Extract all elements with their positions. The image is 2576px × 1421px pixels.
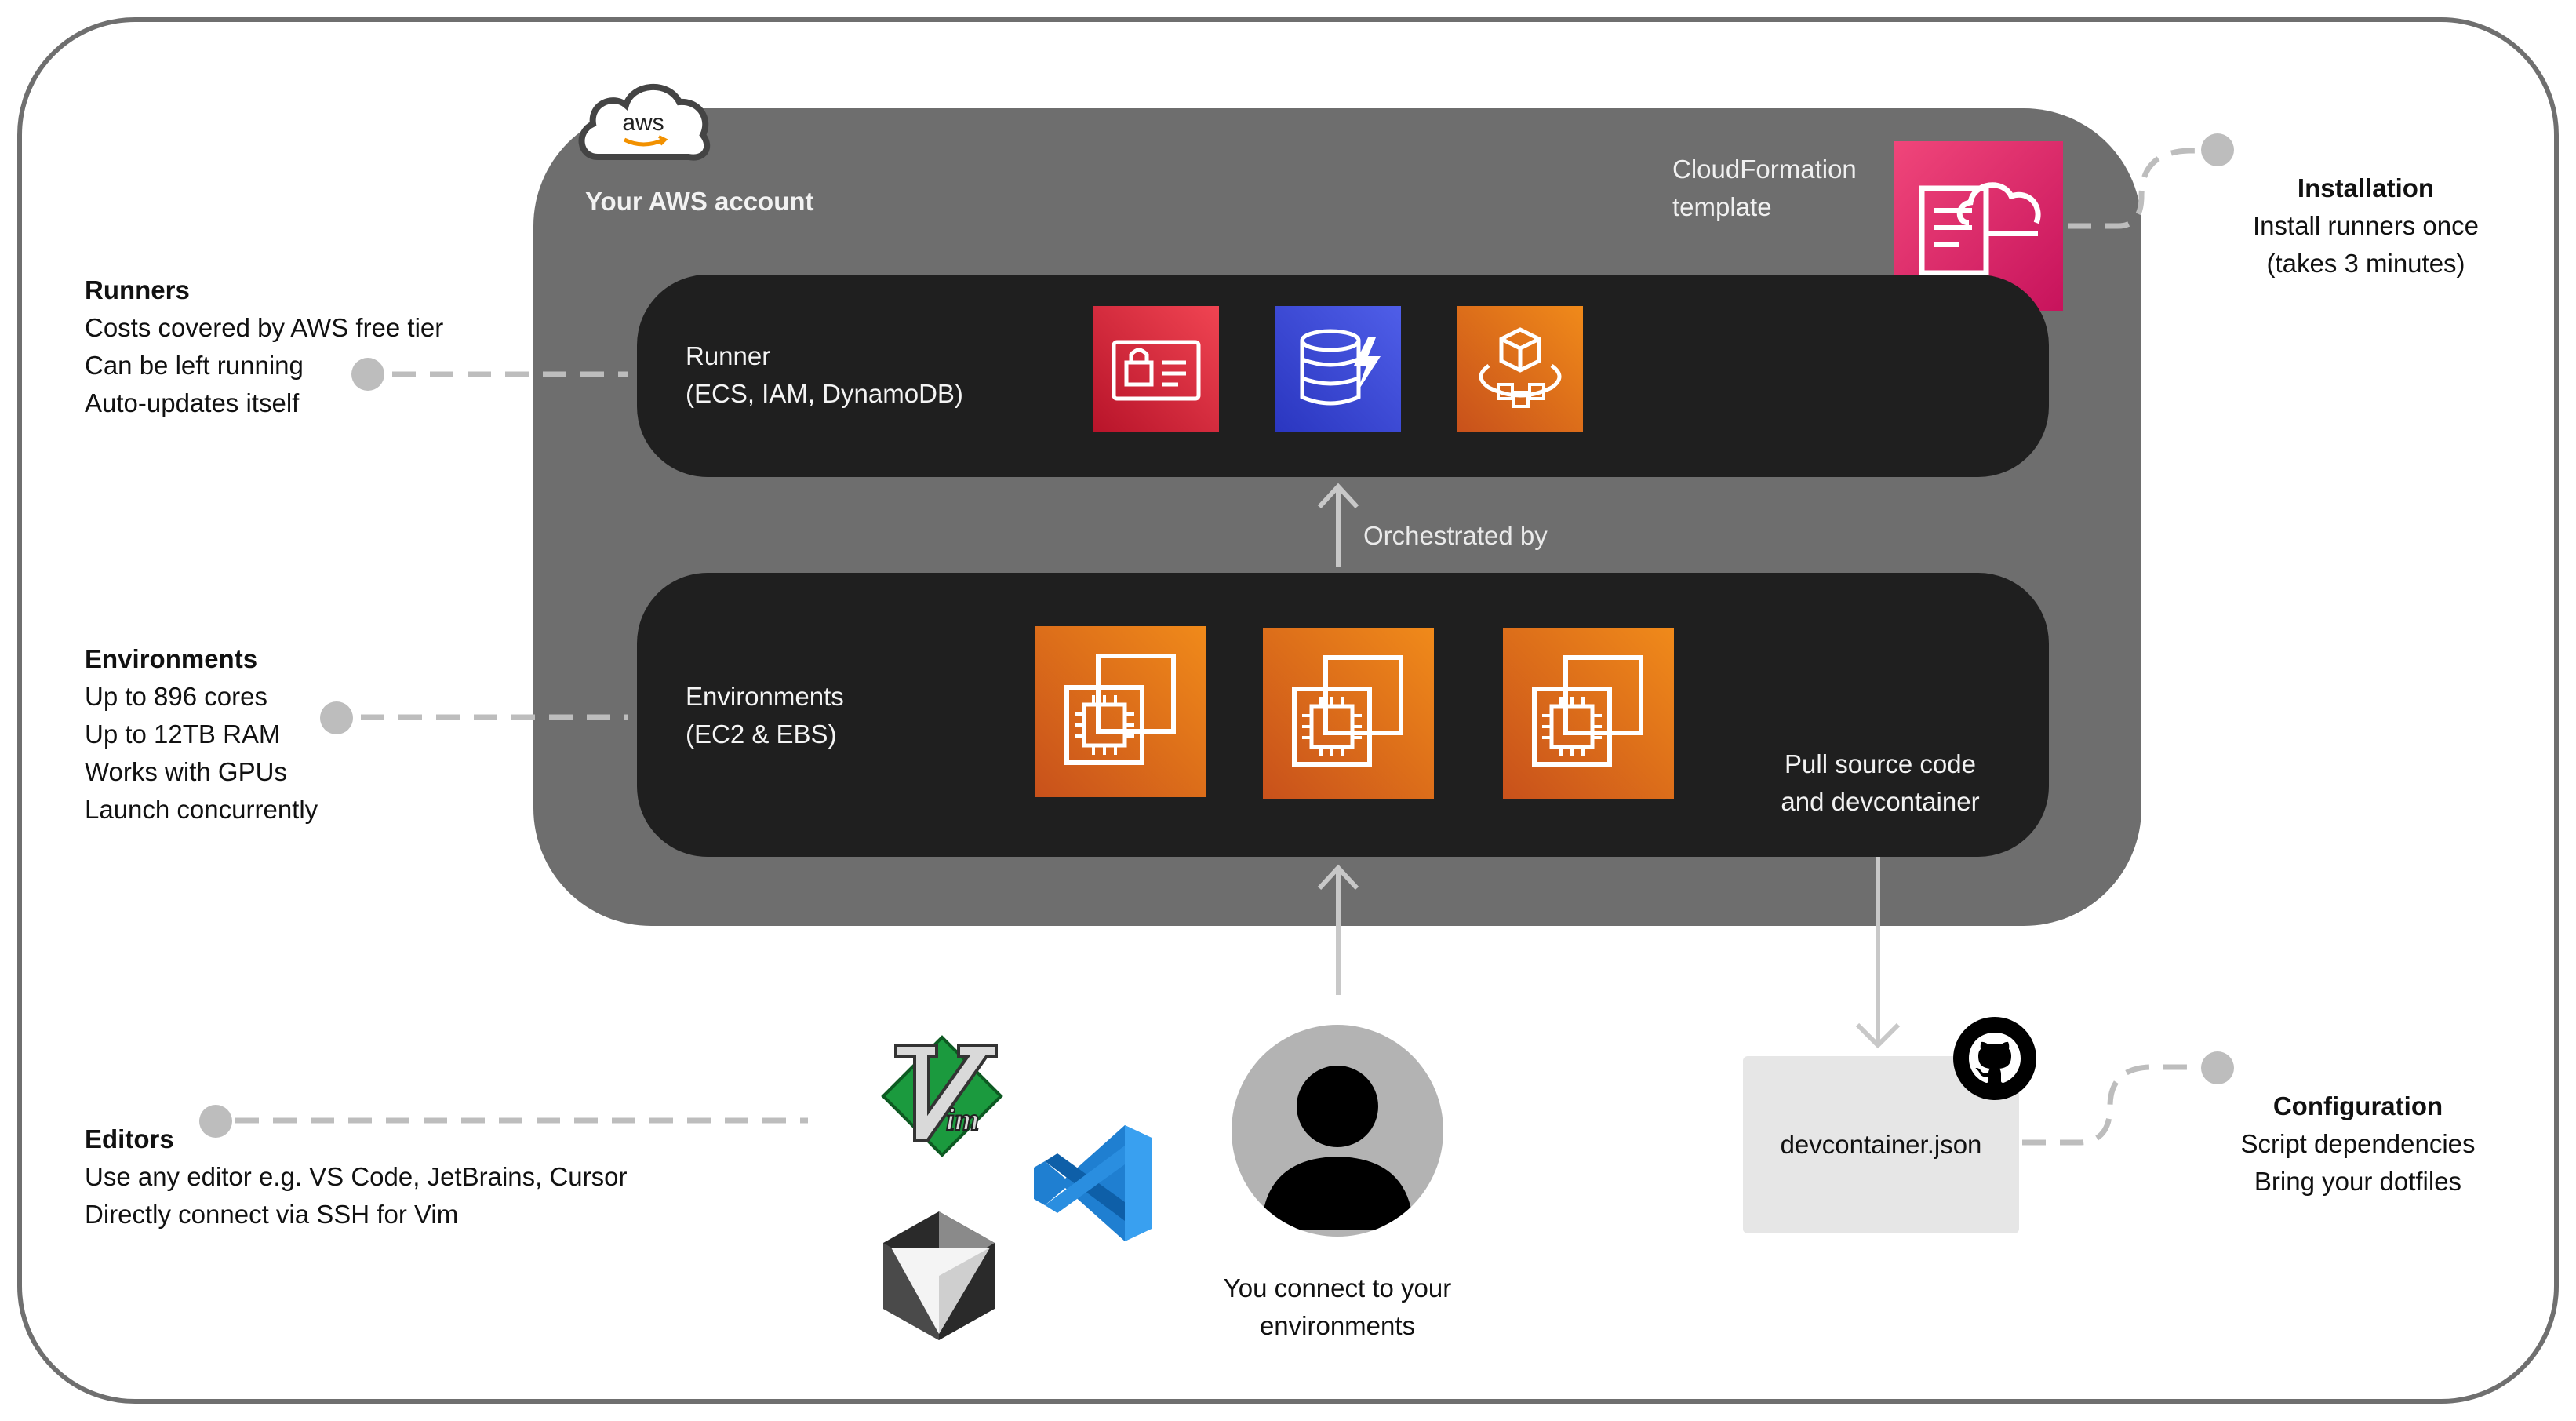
configuration-note-title: Configuration xyxy=(2272,1091,2443,1120)
configuration-note-line: Bring your dotfiles xyxy=(2254,1167,2462,1196)
runners-note-title: Runners xyxy=(85,275,190,304)
environments-note-line: Up to 12TB RAM xyxy=(85,720,281,749)
environments-label: Environments (EC2 & EBS) xyxy=(686,678,844,753)
environments-note-dot xyxy=(320,701,353,734)
runners-note-line: Can be left running xyxy=(85,351,304,380)
ec2-instance-icon xyxy=(1035,626,1206,797)
runner-label: Runner (ECS, IAM, DynamoDB) xyxy=(686,337,963,413)
user-connect-line2: environments xyxy=(1259,1311,1416,1340)
ec2-instance-icon xyxy=(1503,628,1674,799)
configuration-note-connector xyxy=(2022,1064,2201,1146)
runners-note-dot xyxy=(351,358,384,391)
vim-icon: im xyxy=(880,1034,1004,1158)
pull-source-line1: Pull source code xyxy=(1785,749,1976,778)
pull-source-label: Pull source code and devcontainer xyxy=(1743,745,2018,821)
environments-note: Environments Up to 896 cores Up to 12TB … xyxy=(85,640,318,829)
installation-note: Installation Install runners once (takes… xyxy=(2232,169,2499,282)
user-connect-arrow xyxy=(1317,864,1359,995)
github-icon xyxy=(1952,1015,2038,1102)
iam-identity-icon xyxy=(1093,306,1219,432)
user-connect-line1: You connect to your xyxy=(1223,1273,1452,1303)
environments-note-line: Up to 896 cores xyxy=(85,682,267,711)
environments-label-line2: (EC2 & EBS) xyxy=(686,720,837,749)
svg-text:im: im xyxy=(946,1102,979,1137)
cloudformation-label-line2: template xyxy=(1672,192,1772,221)
runner-label-line1: Runner xyxy=(686,341,771,370)
installation-note-connector xyxy=(2068,148,2201,229)
aws-cloud-text: aws xyxy=(622,110,664,136)
avatar xyxy=(1232,1025,1443,1237)
orchestrated-arrow xyxy=(1317,483,1359,567)
configuration-note-dot xyxy=(2201,1051,2234,1084)
ecs-icon xyxy=(1457,306,1583,432)
aws-account-title: Your AWS account xyxy=(585,187,814,216)
installation-note-title: Installation xyxy=(2297,173,2435,202)
environments-note-line: Works with GPUs xyxy=(85,757,287,786)
installation-note-dot xyxy=(2201,133,2234,166)
editors-note-dot xyxy=(199,1105,232,1138)
user-connect-label: You connect to your environments xyxy=(1177,1270,1498,1345)
configuration-note: Configuration Script dependencies Bring … xyxy=(2225,1088,2491,1201)
installation-note-line: (takes 3 minutes) xyxy=(2266,249,2465,278)
ec2-instance-icon xyxy=(1263,628,1434,799)
vscode-icon xyxy=(1029,1117,1161,1249)
configuration-note-line: Script dependencies xyxy=(2240,1129,2476,1158)
aws-cloud-icon: aws xyxy=(578,83,711,161)
runners-note-line: Auto-updates itself xyxy=(85,388,300,417)
cloudformation-label-line1: CloudFormation xyxy=(1672,155,1857,184)
editors-note-line: Directly connect via SSH for Vim xyxy=(85,1200,459,1229)
runners-note: Runners Costs covered by AWS free tier C… xyxy=(85,271,443,422)
editors-note-line: Use any editor e.g. VS Code, JetBrains, … xyxy=(85,1162,628,1191)
runners-note-line: Costs covered by AWS free tier xyxy=(85,313,444,342)
editors-note: Editors Use any editor e.g. VS Code, Jet… xyxy=(85,1120,628,1233)
devcontainer-label: devcontainer.json xyxy=(1780,1130,1982,1159)
environments-note-title: Environments xyxy=(85,644,258,673)
pull-source-line2: and devcontainer xyxy=(1781,787,1980,816)
cloudformation-label: CloudFormation template xyxy=(1672,151,1857,226)
dynamodb-icon xyxy=(1275,306,1401,432)
runner-label-line2: (ECS, IAM, DynamoDB) xyxy=(686,379,963,408)
editors-note-title: Editors xyxy=(85,1124,174,1153)
cursor-icon xyxy=(880,1208,998,1343)
installation-note-line: Install runners once xyxy=(2253,211,2479,240)
orchestrated-label: Orchestrated by xyxy=(1363,521,1548,550)
environments-label-line1: Environments xyxy=(686,682,844,711)
environments-note-line: Launch concurrently xyxy=(85,795,318,824)
